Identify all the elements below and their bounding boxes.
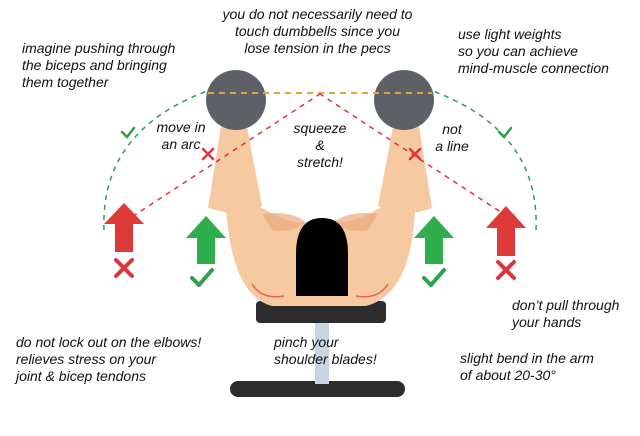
elbows-note: do not lock out on the elbows! relieves … (16, 334, 202, 384)
head (296, 218, 348, 296)
arc-path-left (103, 89, 211, 231)
right-arm (378, 120, 432, 214)
cross-icon (408, 147, 422, 161)
right-dumbbell (374, 70, 434, 130)
bench-base (230, 381, 405, 397)
dumbbell-touch-note: you do not necessarily need to touch dum… (222, 6, 413, 56)
shoulder-blade-arrow-left (251, 283, 285, 298)
check-icon (190, 268, 214, 287)
chest-shadow-right (334, 213, 378, 231)
shoulder-note: pinch your shoulder blades! (274, 334, 377, 367)
bend-note: slight bend in the arm of about 20-30° (460, 350, 594, 383)
cross-icon (496, 260, 516, 280)
light-weights-note: use light weights so you can achieve min… (458, 26, 609, 76)
bench-pad (256, 301, 386, 323)
squeeze-label: squeeze & stretch! (293, 120, 347, 170)
up-arrow-icon (104, 203, 144, 252)
bench (230, 301, 405, 397)
shoulder-blade-arrow-right (355, 283, 389, 298)
biceps-note: imagine pushing through the biceps and b… (22, 40, 176, 90)
cross-icon (201, 147, 215, 161)
arc-label: move in an arc (156, 119, 206, 152)
left-arm (208, 120, 262, 215)
line-label: not a line (435, 121, 469, 154)
left-dumbbell (206, 70, 266, 130)
check-icon (422, 268, 446, 287)
pull-note: don’t pull through your hands (512, 297, 620, 330)
check-icon (120, 126, 136, 139)
check-icon (497, 126, 513, 139)
cross-icon (114, 258, 134, 278)
arc-path-right (429, 89, 537, 231)
bench-leg (315, 318, 329, 384)
up-arrow-icon (486, 206, 526, 256)
up-arrow-icon (414, 216, 454, 264)
chest-shadow (262, 213, 306, 231)
up-arrow-icon (186, 216, 226, 264)
